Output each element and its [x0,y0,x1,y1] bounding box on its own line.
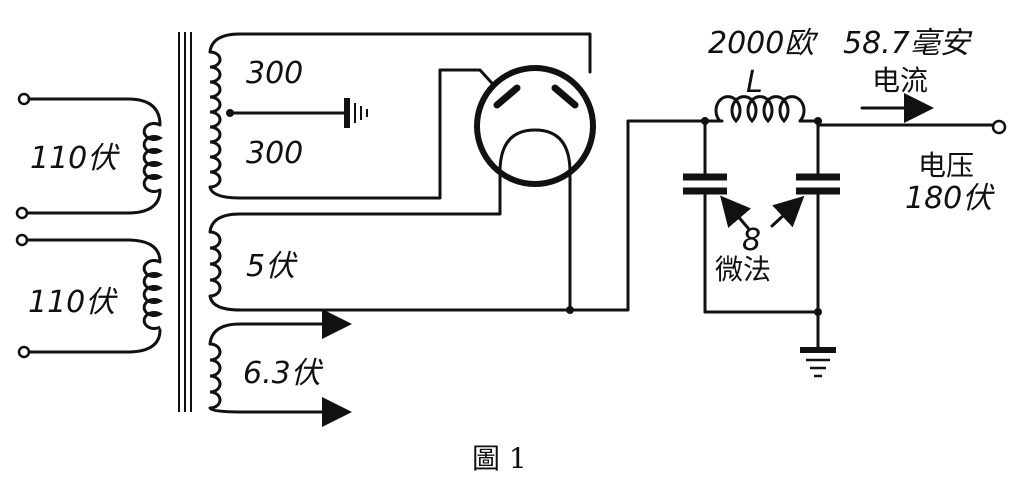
current-value-label: 58.7毫安 [843,26,973,61]
rectifier-tube-icon [474,65,596,314]
cap-pointer-right [770,195,805,228]
voltage-value-label: 180伏 [905,181,995,216]
output-terminal[interactable] [991,119,1007,135]
cap-pointer-left [720,195,752,230]
cap-value-label: 8 [742,223,761,258]
choke-inductor-icon [698,95,822,125]
filament-5v-winding [208,119,702,312]
transformer-core [178,32,192,412]
current-word-label: 电流 [872,64,928,97]
primary-bottom-label: 110伏 [28,285,118,320]
hv-bottom-label: 300 [246,136,303,171]
figure-caption: 圖 1 [472,442,527,475]
filter-capacitor-left-icon [683,119,727,314]
hv-top-label: 300 [246,56,303,91]
hv-secondary-winding [208,32,592,200]
primary-winding-bottom [15,233,164,359]
choke-symbol-label: L [746,65,763,100]
voltage-word-label: 电压 [918,149,974,182]
output-ground-icon [800,347,836,378]
primary-top-label: 110伏 [30,141,120,176]
cap-unit-label: 微法 [715,253,771,286]
fil-5v-label: 5伏 [246,249,298,284]
fil-63v-label: 6.3伏 [243,356,324,391]
center-tap-ground-icon [344,98,368,128]
filter-capacitor-right-icon [796,119,840,352]
primary-winding-top [15,92,164,220]
choke-value-label: 2000欧 [708,26,819,61]
filament-63v-winding [208,309,352,427]
